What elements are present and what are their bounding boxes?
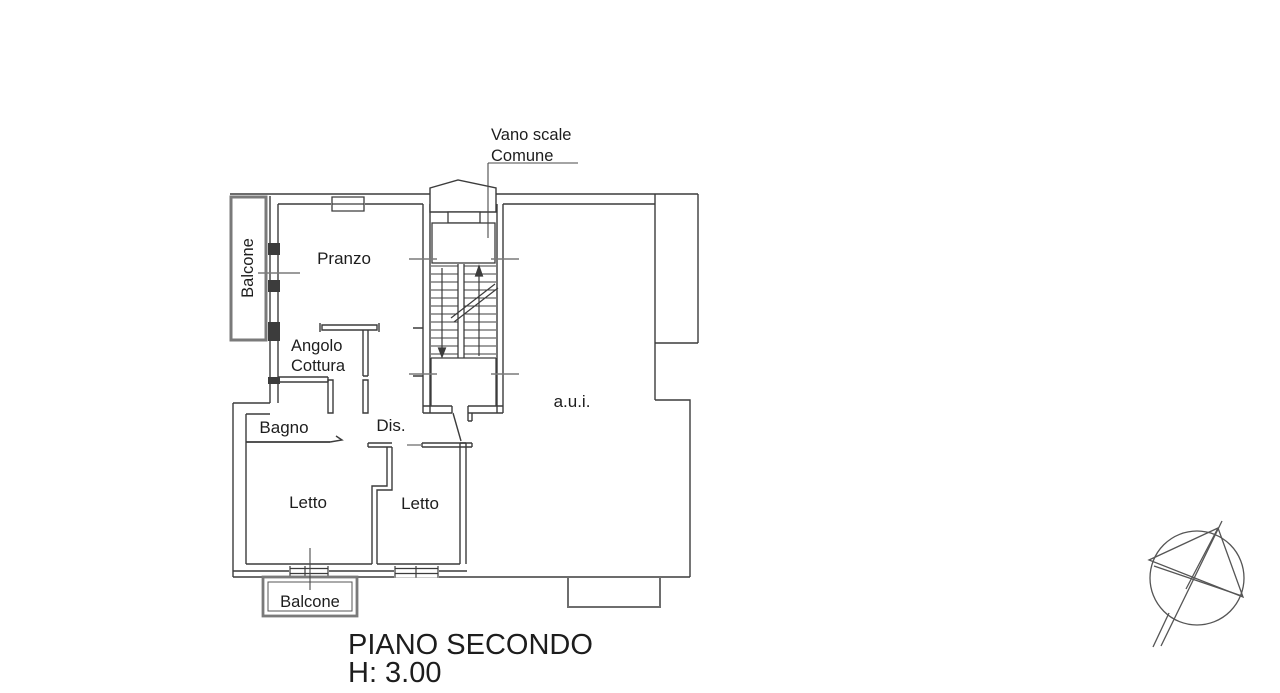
aui-terrace-outline <box>567 577 661 608</box>
stair-upper-landing <box>431 222 496 264</box>
annotation-vano-scale: Vano scale <box>491 126 571 144</box>
walls <box>230 193 699 578</box>
room-label-balcone-left: Balcone <box>239 238 257 298</box>
room-label-bagno: Bagno <box>259 418 308 437</box>
room-label-aui: a.u.i. <box>554 392 591 411</box>
stair-collar <box>447 211 481 224</box>
stair-direction-arrows <box>437 264 484 359</box>
annotation-leader-line <box>487 162 578 238</box>
north-arrow-icon <box>1147 520 1245 648</box>
room-label-pranzo: Pranzo <box>317 249 371 268</box>
balcony-left-outline <box>229 195 268 342</box>
annotation-comune: Comune <box>491 147 553 165</box>
room-label-balcone-bottom: Balcone <box>280 593 340 611</box>
labels: Vano scale Comune Pranzo Angolo Cottura … <box>239 126 593 689</box>
windows <box>268 196 439 578</box>
plan-height: H: 3.00 <box>348 657 442 689</box>
plan-title: PIANO SECONDO <box>348 629 593 661</box>
stairwell <box>429 179 499 406</box>
room-label-letto-left: Letto <box>289 493 327 512</box>
room-label-letto-right: Letto <box>401 494 439 513</box>
room-label-dis: Dis. <box>376 416 405 435</box>
gray-elements <box>229 162 661 618</box>
stair-canopy <box>429 179 497 213</box>
stair-break-line <box>450 283 499 323</box>
threshold-ticks <box>258 258 519 446</box>
room-label-cottura: Cottura <box>291 357 346 375</box>
room-label-angolo: Angolo <box>291 337 342 355</box>
stair-lower-landing <box>430 357 497 406</box>
